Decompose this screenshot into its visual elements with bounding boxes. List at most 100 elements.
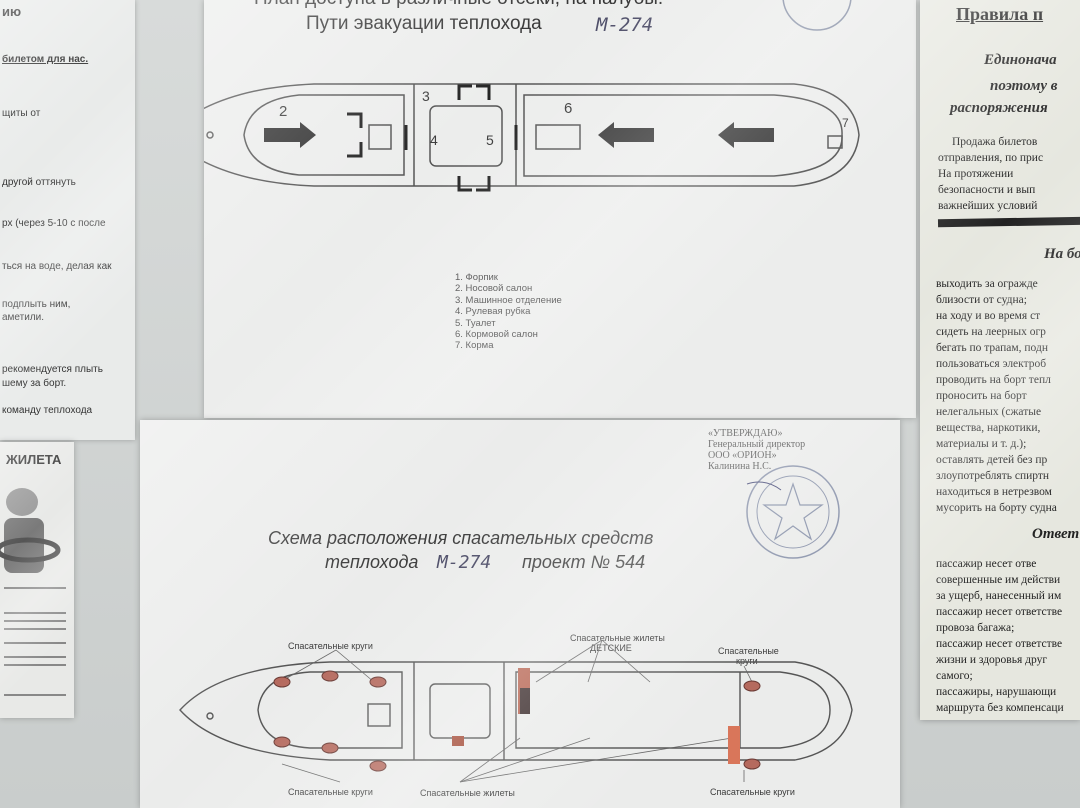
rules-line: за ущерб, нанесенный им <box>936 590 1062 602</box>
left-sheet-line: щиты от <box>2 108 41 119</box>
life-ring <box>273 736 291 748</box>
rules-line: безопасности и вып <box>938 184 1036 196</box>
equipment-title-prefix: теплохода <box>325 552 419 572</box>
left-safety-sheet: ию билетом для нас. щиты от другой оттян… <box>0 0 135 440</box>
passenger-rules-sheet: Правила п Единонача поэтому в распоряжен… <box>920 0 1080 720</box>
rules-line: на ходу и во время ст <box>936 310 1041 322</box>
plan-legend: 1. Форпик 2. Носовой салон 3. Машинное о… <box>455 272 562 352</box>
left-sheet-line: аметили. <box>2 312 45 323</box>
label-rings-right-top-sub: круги <box>736 656 758 666</box>
rules-line: пассажир несет ответстве <box>936 638 1063 650</box>
person-in-vest-illustration <box>0 488 66 696</box>
rules-line: важнейших условий <box>938 200 1038 212</box>
section-number: 7 <box>842 116 849 130</box>
hull-outline <box>179 661 853 761</box>
equipment-title-line1: Схема расположения спасательных средств <box>268 528 654 548</box>
legend-item: 3. Машинное отделение <box>455 294 562 306</box>
rules-line: Ответ <box>1032 526 1080 542</box>
label-rings-left-top: Спасательные круги <box>288 641 373 651</box>
rules-line: близости от судна; <box>936 294 1027 306</box>
rules-line: Продажа билетов <box>952 136 1038 148</box>
rules-line: выходить за огражде <box>936 278 1038 290</box>
left-sheet-line: ться на воде, делая как <box>2 261 112 272</box>
life-ring <box>321 670 339 682</box>
approval-block: «УТВЕРЖДАЮ» Генеральный директор ООО «ОР… <box>708 428 805 472</box>
rules-line: сидеть на леерных огр <box>936 326 1046 338</box>
ship-deck-plan <box>204 83 860 192</box>
rules-line: оставлять детей без пр <box>936 454 1048 466</box>
hull-outline <box>204 83 860 187</box>
legend-item: 2. Носовой салон <box>455 283 533 295</box>
rules-line: злоупотреблять спиртн <box>936 470 1050 482</box>
label-rings-left-bottom: Спасательные круги <box>288 787 373 797</box>
section-number: 2 <box>279 103 288 120</box>
label-vests-children: Спасательные жилеты <box>570 633 665 643</box>
legend-item: 7. Корма <box>455 340 494 352</box>
approval-line: «УТВЕРЖДАЮ» <box>708 428 783 439</box>
rules-title: Правила п <box>956 4 1044 24</box>
life-ring <box>369 760 387 772</box>
left-sheet-line: другой оттянуть <box>2 177 76 188</box>
exit-corner-marker <box>347 142 363 158</box>
legend-item: 5. Туалет <box>455 317 496 329</box>
left-sheet-line: шему за борт. <box>2 378 67 389</box>
exit-corner-marker <box>347 112 363 128</box>
label-rings-right-bottom: Спасательные круги <box>710 787 795 797</box>
section-number: 3 <box>422 88 430 104</box>
left-sheet-line: подплыть ним, <box>2 299 71 310</box>
legend-item: 6. Кормовой салон <box>455 329 538 341</box>
life-vest-poster: ЖИЛЕТА <box>0 442 74 718</box>
stern-saloon-outline <box>515 671 831 749</box>
vest-poster-title: ЖИЛЕТА <box>6 452 62 467</box>
rules-line: провоза багажа; <box>936 622 1015 634</box>
plan-title-line2: Пути эвакуации теплохода <box>306 13 542 34</box>
exit-corner-marker <box>476 176 491 192</box>
rules-line: Единонача <box>984 52 1057 68</box>
lifesaving-deck-plan <box>179 639 853 783</box>
rules-line: пассажиры, нарушающи <box>936 686 1057 698</box>
rules-line: поэтому в <box>990 78 1058 94</box>
section-number: 4 <box>430 132 438 148</box>
equipment-title-suffix: проект № 544 <box>522 552 646 572</box>
life-ring <box>273 676 291 688</box>
evacuation-plan-sheet: План доступа в различные отсеки, на палу… <box>204 0 916 418</box>
left-sheet-line: рекомендуется плыть <box>2 364 103 375</box>
rules-line: пассажир несет отве <box>936 558 1037 570</box>
rules-line: самого; <box>936 670 973 682</box>
handwritten-ship-name: М-274 <box>596 14 654 36</box>
engine-hatch-outline <box>368 124 392 150</box>
section-number: 6 <box>564 100 573 117</box>
approval-line: ООО «ОРИОН» <box>708 450 777 461</box>
wheelhouse-outline <box>429 105 503 167</box>
rules-line: находиться в нетрезвом <box>936 486 1052 498</box>
exit-corner-marker <box>476 84 491 100</box>
evacuation-arrow <box>598 122 654 148</box>
life-ring <box>369 676 387 688</box>
left-sheet-line: команду теплохода <box>2 405 93 416</box>
rules-line: отправления, по прис <box>938 152 1044 164</box>
plan-title-line1: План доступа в различные отсеки, на палу… <box>254 0 663 10</box>
rules-line: На бор <box>1044 246 1080 262</box>
rules-line: пассажир несет ответстве <box>936 606 1063 618</box>
legend-item: 1. Форпик <box>455 272 498 283</box>
vest-storage-box <box>728 726 740 764</box>
bow-saloon-outline <box>257 671 403 749</box>
label-vests-bottom: Спасательные жилеты <box>420 788 515 798</box>
left-sheet-line: ию <box>2 4 22 19</box>
life-ring <box>743 758 761 770</box>
stern-saloon-outline <box>523 94 843 177</box>
vest-storage-box <box>452 736 464 746</box>
left-sheet-line: билетом для нас. <box>2 54 89 65</box>
life-ring <box>321 742 339 754</box>
life-ring <box>743 680 761 692</box>
exit-corner-marker <box>457 176 472 192</box>
rules-line: распоряжения <box>950 100 1048 116</box>
top-stamp <box>782 0 852 31</box>
rules-line: пользоваться электроб <box>936 358 1047 370</box>
legend-item: 4. Рулевая рубка <box>455 306 531 318</box>
label-rings-right-top: Спасательные <box>718 646 779 656</box>
rules-line: проводить на борт тепл <box>936 374 1051 386</box>
approval-line: Калинина Н.С. <box>708 461 772 472</box>
section-number: 5 <box>486 132 494 148</box>
approval-line: Генеральный директор <box>708 439 806 450</box>
